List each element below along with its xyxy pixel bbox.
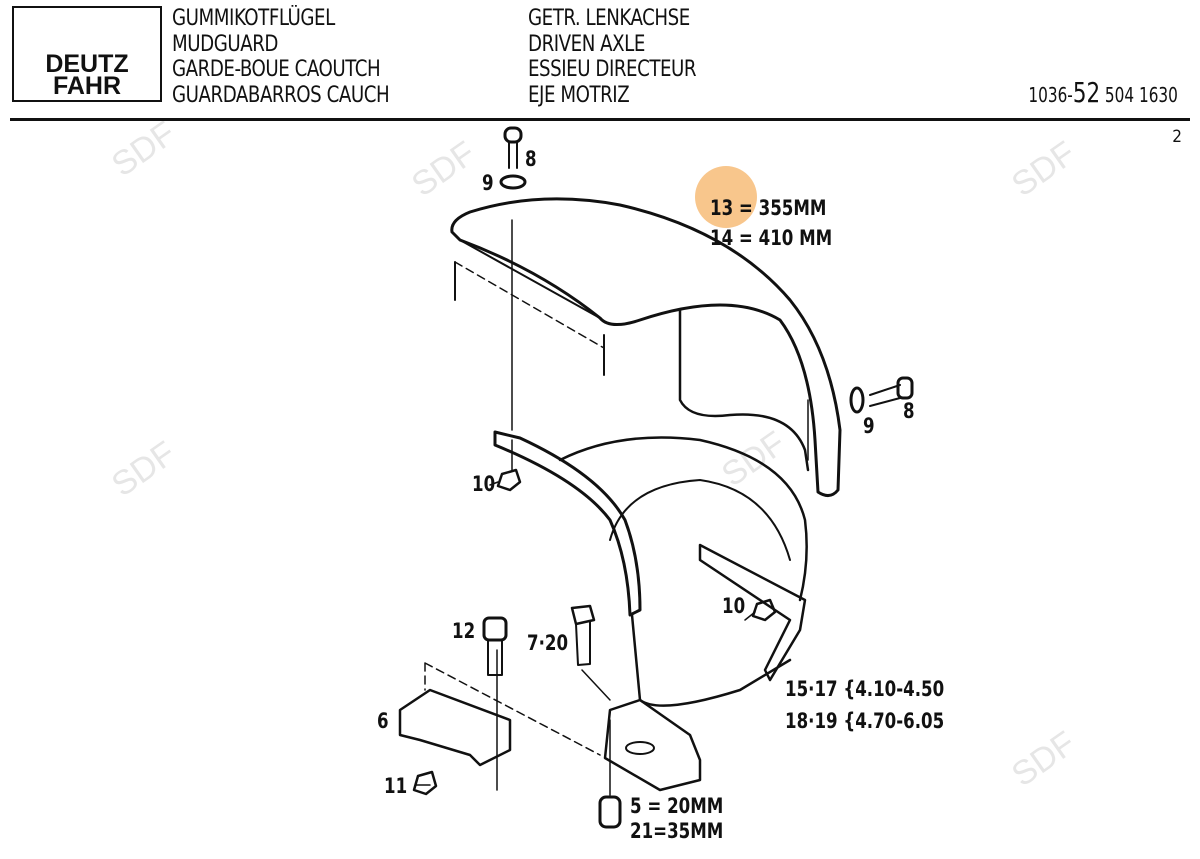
part-name-fr: GARDE-BOUE CAOUTCH: [172, 57, 381, 82]
base-plate: [603, 698, 702, 792]
callout-6: 6: [377, 709, 389, 733]
part-name-en: MUDGUARD: [172, 31, 278, 57]
reference-number: 1036-52 504 1630: [1028, 76, 1178, 109]
bracket-6: [398, 688, 512, 767]
callout-11: 11: [384, 774, 408, 798]
support-bracket: [493, 430, 642, 617]
header-rule: [10, 118, 1190, 121]
part-name-es: GUARDABARROS CAUCH: [172, 82, 390, 108]
highlight-marker: [695, 166, 757, 228]
part-name-de: GUMMIKOTFLÜGEL: [172, 6, 335, 31]
logo-line-1: DEUTZ: [45, 50, 129, 78]
callout-13-size: 13 = 355MM: [710, 196, 827, 220]
callout-7-20: 7·20: [527, 631, 569, 655]
ref-big: 52: [1072, 76, 1101, 109]
ref-suffix: 504 1630: [1105, 83, 1178, 107]
assembly-name-de: GETR. LENKACHSE: [528, 6, 690, 31]
assembly-names: GETR. LENKACHSE DRIVEN AXLE ESSIEU DIREC…: [528, 6, 697, 108]
assembly-name-fr: ESSIEU DIRECTEUR: [528, 57, 697, 82]
assembly-name-es: EJE MOTRIZ: [528, 82, 630, 108]
callout-9-right: 9: [863, 414, 875, 438]
callout-10-left: 10: [472, 472, 496, 496]
part-names: GUMMIKOTFLÜGEL MUDGUARD GARDE-BOUE CAOUT…: [172, 6, 390, 108]
ref-prefix: 1036-: [1028, 83, 1073, 107]
callout-14-size: 14 = 410 MM: [710, 226, 833, 250]
fender-top: [450, 197, 842, 497]
logo-line-2: FAHR: [52, 72, 122, 100]
deutz-fahr-logo: DEUTZ FAHR: [12, 6, 162, 102]
callout-8-right: 8: [903, 399, 915, 423]
callout-10-right: 10: [722, 594, 746, 618]
callout-12: 12: [452, 619, 476, 643]
callout-8-top: 8: [525, 147, 537, 171]
callout-15-17-range: 15·17 {4.10-4.50: [785, 677, 945, 701]
callout-21-size: 21=35MM: [630, 819, 724, 843]
callout-18-19-range: 18·19 {4.70-6.05: [785, 709, 945, 733]
callout-5-size: 5 = 20MM: [630, 794, 724, 818]
page-number: 2: [1172, 127, 1182, 147]
assembly-name-en: DRIVEN AXLE: [528, 31, 645, 57]
callout-9-top: 9: [482, 171, 494, 195]
